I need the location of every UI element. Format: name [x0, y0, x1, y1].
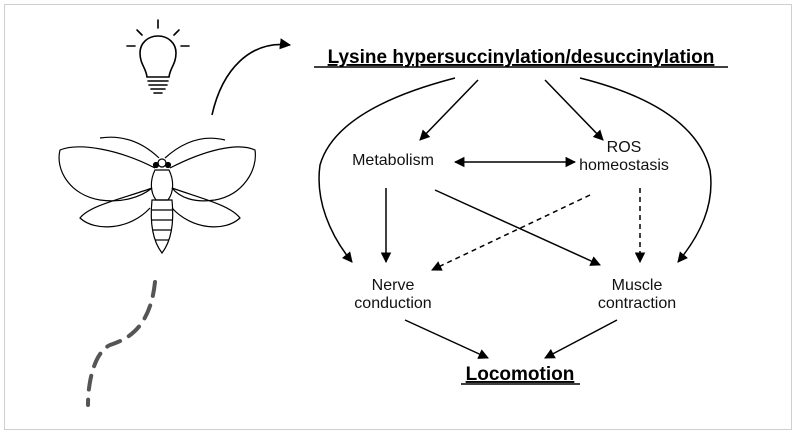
arrow-top-to-muscle: [579, 77, 712, 263]
arrow-top-to-ros: [544, 79, 604, 141]
muscle-label-line1: Muscle: [612, 277, 663, 294]
muscle-label-line2: contraction: [598, 295, 676, 312]
curved-arrow: [211, 38, 292, 116]
lightbulb-icon: [126, 19, 190, 94]
ros-label-line1: ROS: [607, 139, 642, 156]
arrow-top-to-nerve: [318, 77, 456, 263]
top-node-label: Lysine hypersuccinylation/desuccinylatio…: [328, 47, 715, 68]
nerve-label-line2: conduction: [354, 295, 431, 312]
arrow-nerve-to-locomotion: [404, 319, 489, 359]
arrow-ros-to-nerve-dashed: [431, 194, 591, 271]
moth-icon: [58, 136, 256, 254]
diagram-arrows: [318, 77, 712, 359]
nerve-label-line1: Nerve: [372, 277, 415, 294]
ros-label-line2: homeostasis: [579, 157, 669, 174]
figure-frame: [4, 4, 792, 430]
arrow-top-to-metabolism: [419, 79, 479, 141]
flight-path-dashed: [86, 280, 157, 407]
metabolism-label: Metabolism: [352, 152, 434, 169]
arrow-metabolism-to-muscle: [434, 189, 601, 266]
arrow-muscle-to-locomotion: [544, 319, 618, 359]
bottom-node-label: Locomotion: [466, 364, 575, 385]
